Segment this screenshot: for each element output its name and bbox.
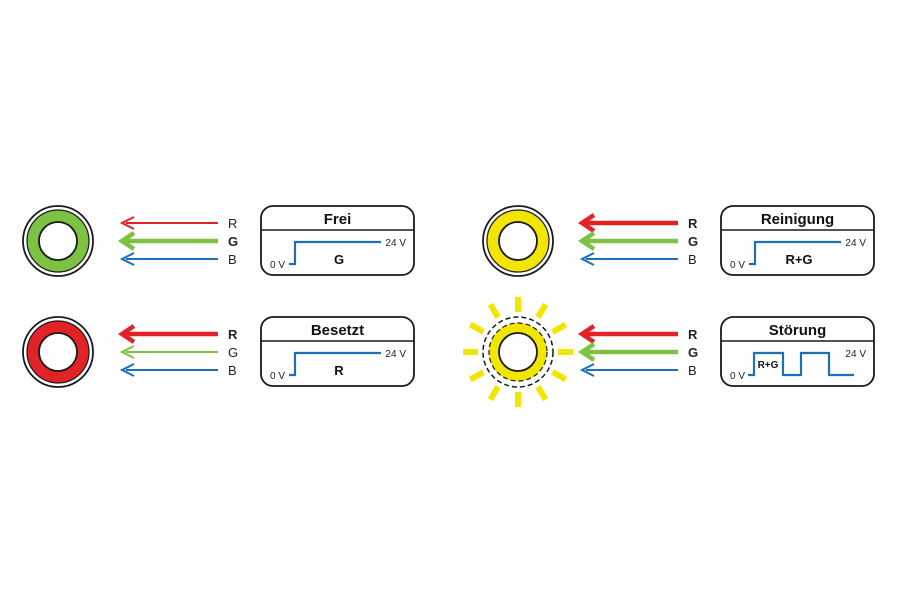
high-voltage-label: 24 V bbox=[385, 349, 406, 360]
channel-label-g: G bbox=[688, 345, 698, 360]
low-voltage-label: 0 V bbox=[270, 260, 285, 271]
signal-label: R+G bbox=[758, 360, 779, 371]
low-voltage-label: 0 V bbox=[730, 260, 745, 271]
arrow-b bbox=[579, 252, 678, 266]
channel-label-b: B bbox=[688, 363, 697, 378]
ray bbox=[468, 369, 485, 383]
signal-label: R bbox=[334, 363, 344, 378]
signal-box-title: Besetzt bbox=[311, 322, 364, 339]
arrow-g bbox=[577, 342, 678, 362]
led-inner-outline bbox=[38, 332, 78, 372]
channel-label-b: B bbox=[688, 252, 697, 267]
led-light-ring bbox=[27, 321, 89, 383]
arrow-g bbox=[577, 231, 678, 251]
low-voltage-label: 0 V bbox=[730, 371, 745, 382]
led-inner-outline bbox=[498, 332, 538, 372]
ray bbox=[468, 321, 485, 335]
signal-box-title: Frei bbox=[324, 211, 352, 228]
led-inner-outline bbox=[498, 221, 538, 261]
ray bbox=[535, 302, 549, 319]
state-stoerung: RGB Störung 0 V 24 V R+G bbox=[463, 297, 875, 407]
signal-box bbox=[260, 316, 415, 387]
arrow-b bbox=[579, 363, 678, 377]
led-ring-outline bbox=[486, 209, 550, 273]
ray bbox=[487, 385, 501, 402]
channel-label-b: B bbox=[228, 252, 237, 267]
state-reinigung: RGB Reinigung 0 V 24 V R+G bbox=[482, 205, 875, 277]
arrow-g bbox=[119, 345, 218, 359]
signal-box bbox=[720, 205, 875, 276]
channel-label-g: G bbox=[688, 234, 698, 249]
ray bbox=[551, 321, 568, 335]
arrow-head-icon bbox=[117, 231, 136, 251]
channel-label-r: R bbox=[688, 216, 698, 231]
arrow-head-icon bbox=[119, 216, 135, 230]
channel-label-g: G bbox=[228, 234, 238, 249]
arrow-head-icon bbox=[579, 252, 595, 266]
led-outer-ring-dashed bbox=[482, 316, 554, 388]
high-voltage-label: 24 V bbox=[845, 238, 866, 249]
signal-waveform bbox=[289, 240, 381, 266]
high-voltage-label: 24 V bbox=[385, 238, 406, 249]
signal-box-title: Störung bbox=[769, 322, 827, 339]
low-voltage-label: 0 V bbox=[270, 371, 285, 382]
led-light-ring bbox=[27, 210, 89, 272]
high-voltage-label: 24 V bbox=[845, 349, 866, 360]
signal-box bbox=[260, 205, 415, 276]
ray bbox=[535, 385, 549, 402]
arrow-head-icon bbox=[117, 324, 136, 344]
signal-box bbox=[720, 316, 875, 387]
arrow-r bbox=[577, 213, 678, 233]
led-ring-outline bbox=[488, 322, 548, 382]
signal-label: R+G bbox=[785, 252, 812, 267]
led-inner-outline bbox=[38, 221, 78, 261]
channel-label-g: G bbox=[228, 345, 238, 360]
signal-box-title: Reinigung bbox=[761, 211, 834, 228]
channel-label-b: B bbox=[228, 363, 237, 378]
arrow-head-icon bbox=[577, 213, 596, 233]
arrow-head-icon bbox=[577, 342, 596, 362]
channel-label-r: R bbox=[228, 216, 237, 231]
channel-label-r: R bbox=[228, 327, 238, 342]
channel-label-r: R bbox=[688, 327, 698, 342]
arrow-r bbox=[577, 324, 678, 344]
arrow-head-icon bbox=[119, 252, 135, 266]
blink-rays-icon bbox=[463, 297, 573, 407]
arrow-head-icon bbox=[119, 363, 135, 377]
arrow-head-icon bbox=[119, 345, 135, 359]
arrow-b bbox=[119, 363, 218, 377]
led-light-ring bbox=[487, 210, 549, 272]
signal-waveform bbox=[748, 351, 854, 377]
arrow-head-icon bbox=[577, 231, 596, 251]
arrow-g bbox=[117, 231, 218, 251]
led-light-ring bbox=[489, 323, 547, 381]
led-ring-outline bbox=[26, 320, 90, 384]
arrow-r bbox=[117, 324, 218, 344]
arrow-b bbox=[119, 252, 218, 266]
ray bbox=[487, 302, 501, 319]
signal-waveform bbox=[749, 240, 841, 266]
arrow-head-icon bbox=[577, 324, 596, 344]
led-ring-outline bbox=[26, 209, 90, 273]
arrow-r bbox=[119, 216, 218, 230]
ray bbox=[551, 369, 568, 383]
signal-label: G bbox=[334, 252, 344, 267]
arrow-head-icon bbox=[579, 363, 595, 377]
signal-waveform bbox=[289, 351, 381, 377]
